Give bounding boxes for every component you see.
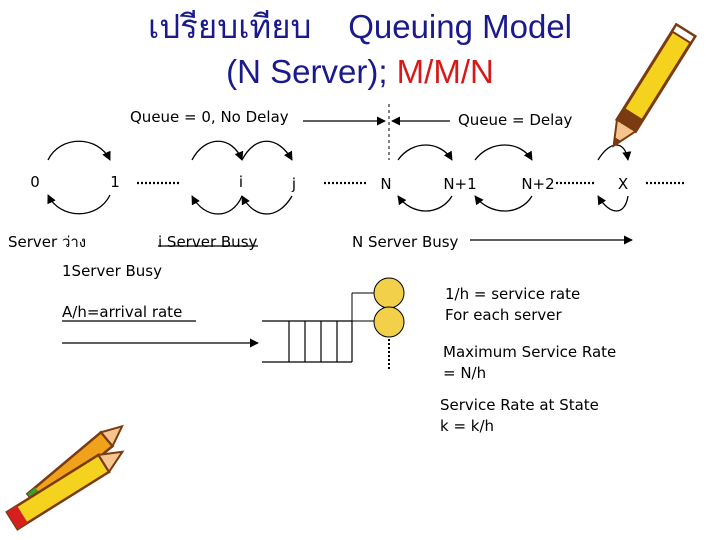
title-line-2: (N Server); M/M/N bbox=[0, 55, 720, 88]
server-1 bbox=[373, 277, 405, 309]
pencils-icon bbox=[5, 424, 125, 531]
max-rate-line-2: = N/h bbox=[443, 364, 487, 382]
state-n-plus-2: N+2 bbox=[521, 175, 555, 193]
title-english: Queuing Model bbox=[348, 8, 573, 45]
state-1: 1 bbox=[110, 173, 120, 191]
i-server-busy-label: i Server Busy bbox=[158, 233, 258, 251]
title-prefix: (N Server); bbox=[226, 53, 397, 90]
server-idle-label: Server ว่าง bbox=[8, 233, 87, 251]
state-0: 0 bbox=[30, 173, 40, 191]
one-server-busy-label: 1Server Busy bbox=[62, 262, 162, 280]
server-links bbox=[351, 292, 375, 322]
no-delay-label: Queue = 0, No Delay bbox=[130, 108, 289, 126]
state-j: j bbox=[291, 175, 297, 193]
title-thai: เปรียบเทียบ bbox=[147, 8, 312, 45]
pencil-icon bbox=[612, 22, 698, 148]
queue-buffer bbox=[262, 320, 353, 363]
state-n: N bbox=[380, 175, 392, 193]
transition-arcs bbox=[47, 140, 632, 215]
state-n-plus-1: N+1 bbox=[443, 175, 477, 193]
state-i: i bbox=[238, 173, 244, 191]
arrival-rate-label: A/h=arrival rate bbox=[62, 303, 183, 321]
service-rate-line-2: For each server bbox=[445, 306, 562, 324]
delay-label: Queue = Delay bbox=[458, 111, 573, 129]
state-x: X bbox=[617, 175, 629, 193]
n-server-busy-label: N Server Busy bbox=[352, 233, 459, 251]
title-model: M/M/N bbox=[396, 53, 494, 90]
server-2 bbox=[373, 306, 405, 338]
state-rate-line-2: k = k/h bbox=[440, 417, 495, 435]
service-rate-line-1: 1/h = service rate bbox=[445, 285, 581, 303]
max-rate-line-1: Maximum Service Rate bbox=[443, 343, 617, 361]
state-rate-line-1: Service Rate at State bbox=[440, 396, 599, 414]
title-line-1: เปรียบเทียบ Queuing Model bbox=[0, 10, 720, 43]
